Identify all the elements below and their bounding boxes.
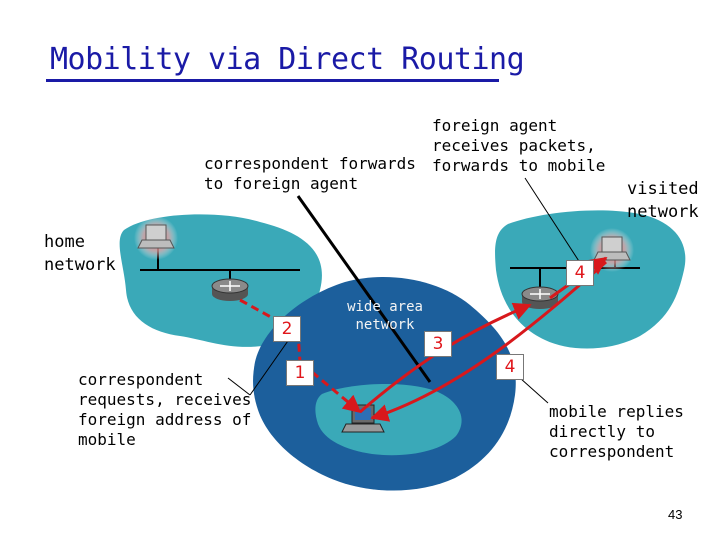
label-correspondent-forwards: correspondent forwards to foreign agent bbox=[204, 154, 416, 194]
page-number: 43 bbox=[668, 507, 683, 522]
label-home-network: home network bbox=[44, 231, 116, 277]
label-correspondent-requests: correspondent requests, receives foreign… bbox=[78, 370, 251, 450]
label-home-line1: home bbox=[44, 232, 85, 252]
step-badge-4-forward: 4 bbox=[566, 260, 594, 286]
label-visited-line1: visited bbox=[627, 179, 699, 199]
step-badge-3: 3 bbox=[424, 331, 452, 357]
label-mobile-replies-line3: correspondent bbox=[549, 442, 675, 461]
label-mobile-replies-line1: mobile replies bbox=[549, 402, 684, 421]
label-corr-req-line2: requests, receives bbox=[78, 390, 252, 409]
label-visited-line2: network bbox=[627, 202, 699, 222]
step-badge-1: 1 bbox=[286, 360, 314, 386]
label-corr-req-line3: foreign address of bbox=[78, 410, 252, 429]
label-mobile-replies-line2: directly to bbox=[549, 422, 655, 441]
label-foreign-agent-receives: foreign agent receives packets, forwards… bbox=[432, 116, 605, 176]
label-correspondent-forwards-line2: to foreign agent bbox=[204, 174, 359, 193]
label-wan-line1: wide area bbox=[347, 299, 423, 315]
label-corr-req-line1: correspondent bbox=[78, 370, 204, 389]
label-foreign-agent-line3: forwards to mobile bbox=[432, 156, 606, 175]
label-wide-area-network: wide area network bbox=[330, 298, 440, 334]
label-foreign-agent-line2: receives packets, bbox=[432, 136, 596, 155]
slide-title: Mobility via Direct Routing bbox=[50, 42, 525, 77]
label-wan-line2: network bbox=[355, 317, 415, 333]
label-correspondent-forwards-line1: correspondent forwards bbox=[204, 154, 416, 173]
title-underline bbox=[46, 79, 499, 82]
step-badge-2: 2 bbox=[273, 316, 301, 342]
step-badge-4-reply: 4 bbox=[496, 354, 524, 380]
home-laptop-icon bbox=[134, 216, 178, 260]
label-home-line2: network bbox=[44, 255, 116, 275]
label-mobile-replies: mobile replies directly to correspondent bbox=[549, 402, 684, 462]
home-router-icon bbox=[211, 278, 249, 301]
label-foreign-agent-line1: foreign agent bbox=[432, 116, 558, 135]
label-visited-network: visited network bbox=[627, 178, 699, 224]
label-corr-req-line4: mobile bbox=[78, 430, 136, 449]
